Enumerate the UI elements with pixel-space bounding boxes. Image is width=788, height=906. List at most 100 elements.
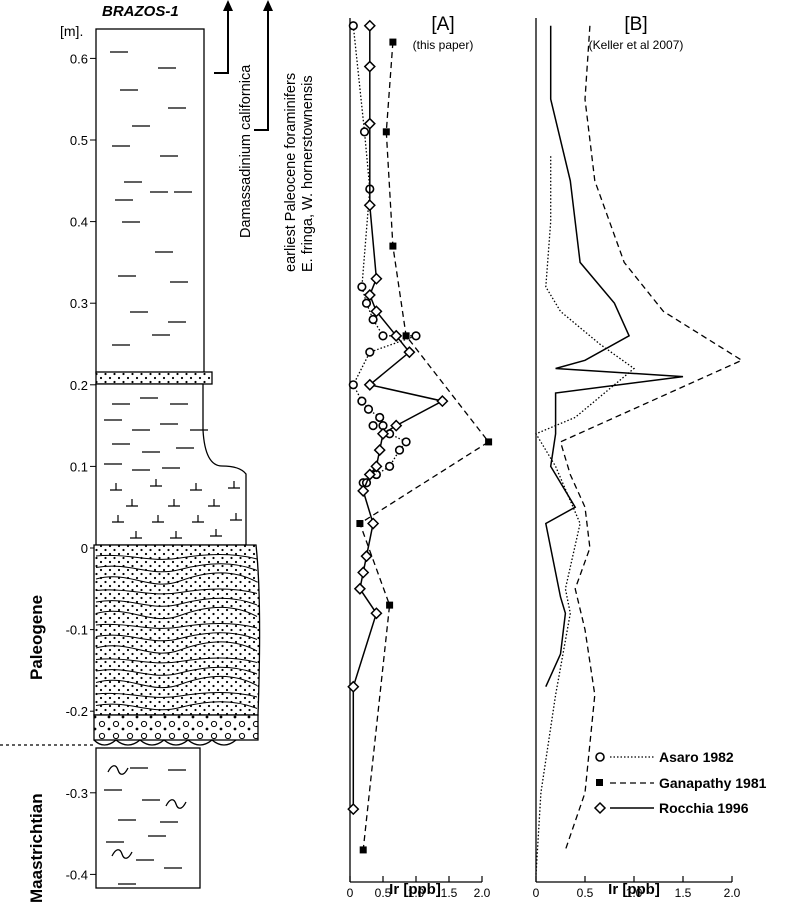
marker-label-foraminifers-1: earliest Paleocene foraminifers: [283, 73, 299, 272]
data-point-circle: [401, 437, 411, 447]
series-line-ganapathy-1981: [359, 42, 490, 850]
data-point-square: [356, 520, 364, 528]
depth-tick-label: 0.5: [70, 133, 88, 148]
sand-bed: [95, 371, 213, 385]
period-paleogene: Paleogene: [27, 595, 46, 680]
data-point-circle: [375, 412, 385, 423]
data-point-diamond: [370, 305, 383, 318]
data-point-circle: [348, 380, 358, 390]
erosional-base: [93, 739, 237, 746]
x-tick-label: 0.5: [577, 886, 594, 900]
bedding-line: [95, 691, 258, 698]
data-point-square: [389, 38, 397, 46]
data-point-diamond: [390, 419, 403, 432]
marl-symbol: [152, 515, 164, 523]
marl-symbol: [168, 499, 180, 507]
data-point-circle: [348, 21, 358, 31]
panel-a-title: [A]: [431, 14, 454, 35]
x-tick-label: 0.5: [375, 886, 392, 900]
basal-conglomerate: [93, 714, 259, 741]
cross-bedding: [95, 553, 258, 711]
legend-marker-diamond: [593, 801, 607, 815]
legend-asaro: Asaro 1982: [659, 749, 734, 765]
marker-label-damassadinium: Damassadinium californica: [238, 64, 254, 238]
data-point-circle: [359, 127, 370, 137]
bedding-line: [95, 597, 258, 607]
legend-ganapathy: Ganapathy 1981: [659, 775, 767, 791]
marker-arrowhead-1: [223, 0, 233, 11]
data-point-circle: [368, 314, 378, 325]
stratigraphic-log: BRAZOS-1 [m]. 0.60.50.40.30.20.10-0.1-0.…: [0, 0, 316, 903]
data-point-diamond: [363, 117, 376, 130]
data-point-diamond: [363, 378, 376, 391]
series-line-asaro-1982: [535, 156, 636, 875]
marker-arrowhead-2: [263, 0, 273, 11]
lithology-symbols: [104, 51, 242, 885]
marl-symbol: [150, 479, 162, 487]
data-point-square: [389, 242, 397, 250]
log-title: BRAZOS-1: [102, 3, 179, 20]
depth-tick-label: 0.1: [70, 459, 88, 474]
data-point-circle: [361, 298, 372, 308]
data-point-diamond: [347, 680, 360, 693]
data-point-diamond: [370, 460, 383, 473]
data-point-diamond: [353, 582, 366, 595]
bedding-line: [95, 657, 258, 664]
period-maastrichtian: Maastrichtian: [27, 793, 46, 903]
series-line-rocchia-1996: [352, 25, 445, 810]
bedding-line: [95, 606, 258, 620]
bedding-line: [95, 641, 258, 654]
bedding-line: [95, 622, 258, 629]
marl-symbol: [170, 531, 182, 539]
marl-symbol: [228, 481, 240, 489]
panel-a-subtitle: (this paper): [413, 38, 474, 52]
data-point-square: [485, 438, 493, 446]
data-point-square: [386, 601, 394, 609]
bedding-line: [95, 572, 258, 585]
marl-symbol: [126, 499, 138, 507]
bedding-line: [95, 632, 258, 642]
legend-marker-circle: [595, 752, 605, 762]
depth-tick-label: 0.3: [70, 296, 88, 311]
data-point-circle: [357, 282, 367, 292]
panel-b-xlabel: Ir [ppb]: [608, 881, 660, 898]
data-point-circle: [357, 396, 367, 406]
data-point-diamond: [363, 468, 376, 481]
data-point-diamond: [367, 517, 380, 530]
legend-rocchia: Rocchia 1996: [659, 800, 749, 816]
shale-unit: [95, 28, 205, 374]
data-point-square: [359, 846, 367, 854]
maastrichtian-mudstone: [95, 747, 201, 889]
x-tick-label: 1.5: [441, 886, 458, 900]
marl-symbol: [208, 499, 220, 507]
data-point-diamond: [370, 607, 383, 620]
legend: Asaro 1982 Ganapathy 1981 Rocchia 1996: [593, 749, 767, 816]
series-line-asaro-1982: [352, 25, 417, 484]
depth-axis: 0.60.50.40.30.20.10-0.1-0.2-0.3-0.4: [66, 51, 96, 882]
marl-symbol: [110, 483, 122, 491]
marl-symbol: [210, 529, 222, 537]
bedding-line: [95, 588, 258, 595]
data-point-diamond: [390, 329, 403, 342]
bedding-line: [95, 675, 258, 689]
burrow-symbol: [107, 765, 129, 775]
data-point-diamond: [347, 803, 360, 816]
series-line-rocchia-1996: [544, 25, 684, 688]
x-tick-label: 0: [533, 886, 540, 900]
bedding-line: [95, 701, 258, 711]
data-point-diamond: [363, 288, 376, 302]
data-point-circle: [411, 331, 421, 341]
x-tick-label: 1.0: [408, 886, 425, 900]
marker-label-foraminifers-2: E. fringa, W. hornerstownensis: [300, 75, 316, 272]
data-point-diamond: [357, 484, 370, 497]
bedding-line: [95, 666, 258, 676]
data-point-diamond: [436, 395, 449, 408]
data-point-diamond: [357, 566, 370, 579]
data-point-diamond: [370, 272, 383, 285]
legend-marker-square: [596, 779, 603, 786]
data-point-circle: [385, 461, 395, 472]
depth-tick-label: 0.2: [70, 378, 88, 393]
marl-symbol: [230, 513, 242, 521]
